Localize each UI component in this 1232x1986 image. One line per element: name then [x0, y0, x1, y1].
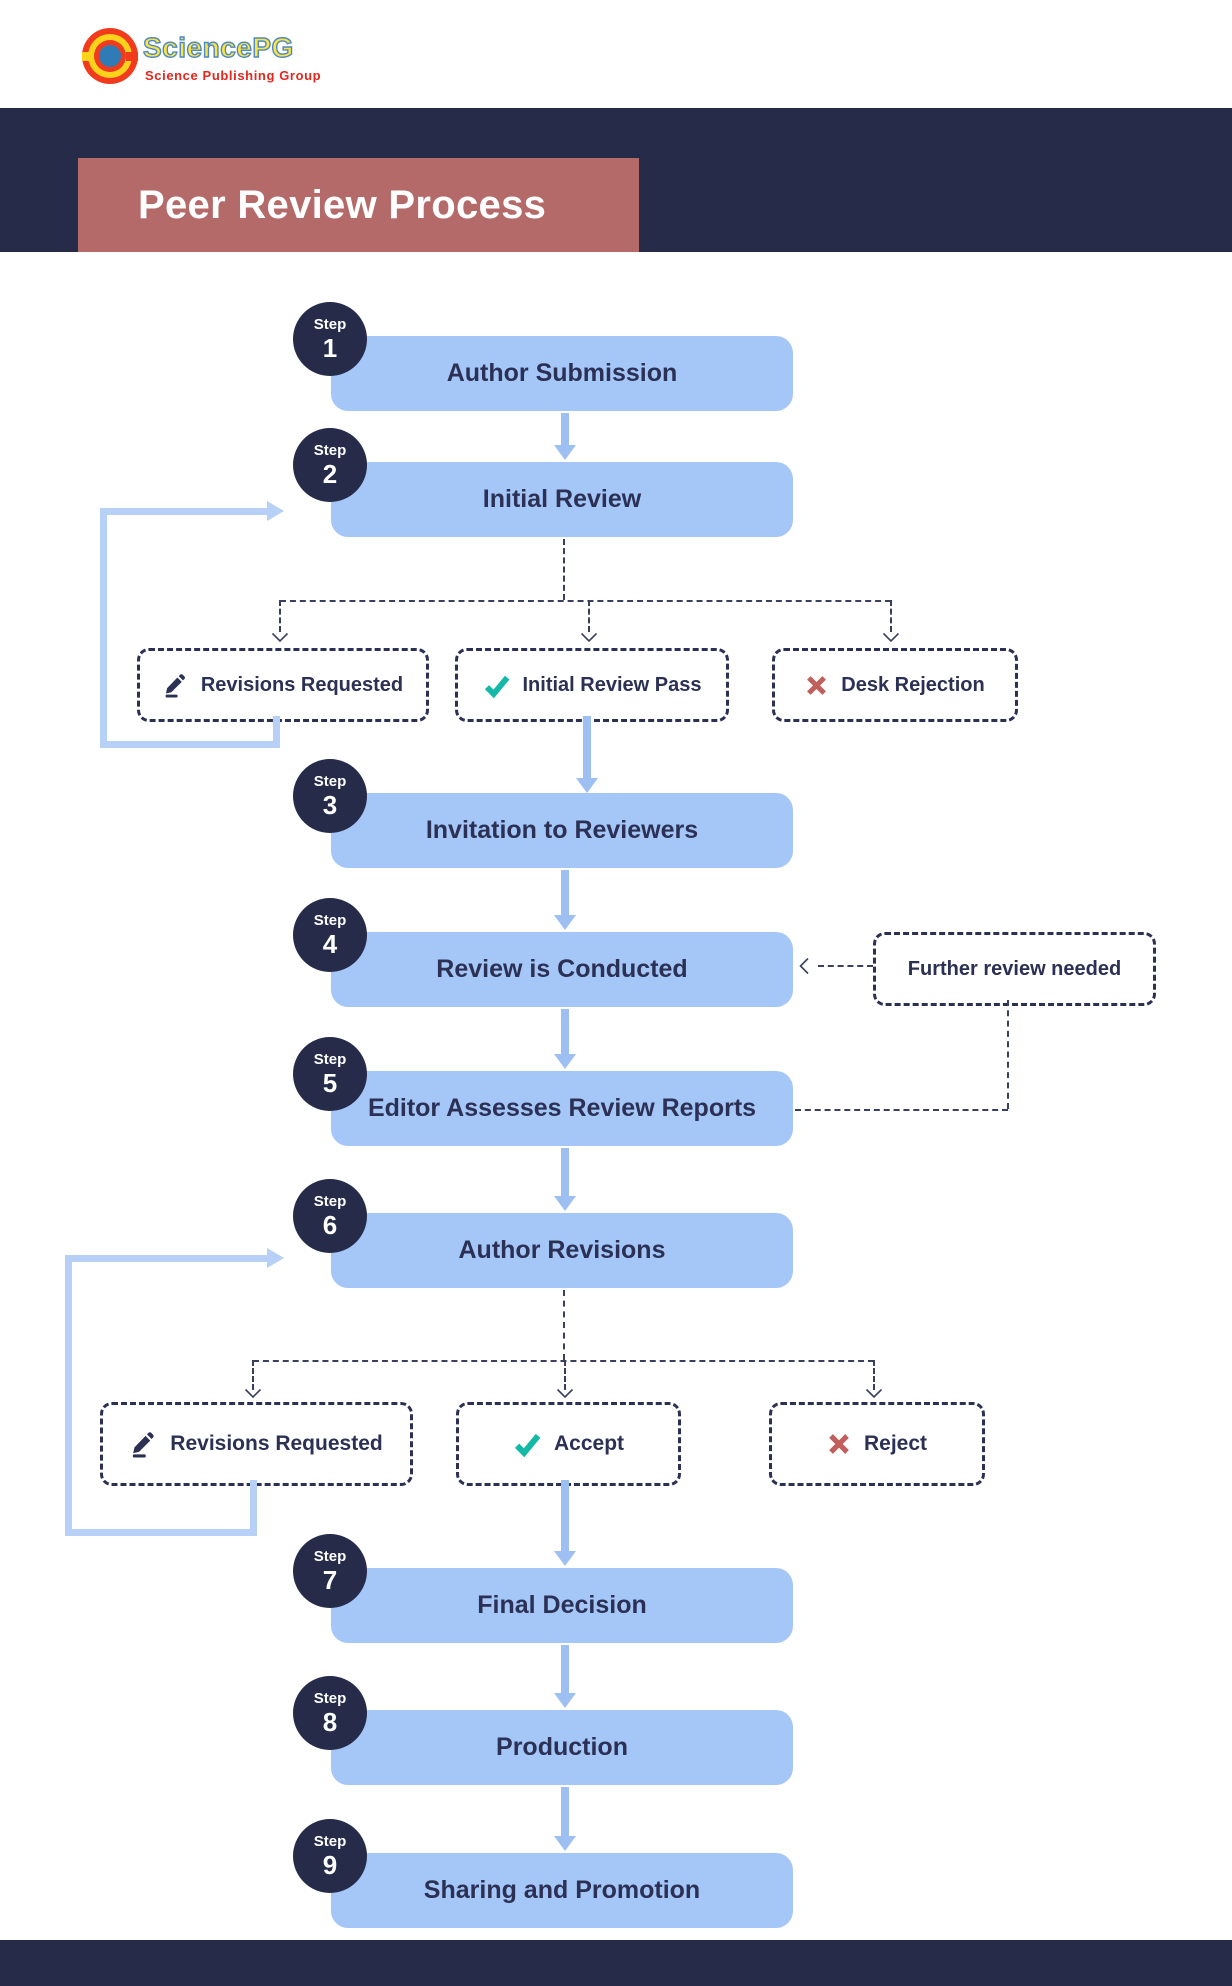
- step-label-8: Production: [496, 1733, 628, 1761]
- chevron-down-icon: [882, 632, 900, 643]
- flow-arrow-7-8: [561, 1645, 569, 1695]
- step-bar-4: Review is Conducted: [331, 932, 793, 1007]
- page-title: Peer Review Process: [138, 182, 547, 227]
- flow-arrow-3-4: [561, 870, 569, 917]
- feedback-loop-2: [250, 1480, 257, 1536]
- step-circle-2: Step 2: [293, 428, 367, 502]
- brand-tagline: Science Publishing Group: [145, 68, 322, 83]
- step-circle-1: Step 1: [293, 302, 367, 376]
- chevron-down-icon: [271, 632, 289, 643]
- branch2-stem: [563, 1290, 565, 1360]
- step-circle-6: Step 6: [293, 1179, 367, 1253]
- step-label-3: Invitation to Reviewers: [425, 816, 699, 844]
- step-circle-7: Step 7: [293, 1534, 367, 1608]
- outcome-revisions-requested-2: Revisions Requested: [100, 1402, 413, 1486]
- pencil-icon: [133, 1431, 154, 1457]
- step-circle-3: Step 3: [293, 759, 367, 833]
- step-bar-3: Invitation to Reviewers: [331, 793, 793, 868]
- step-label-5: Editor Assesses Review Reports: [367, 1094, 757, 1122]
- step-circle-4: Step 4: [293, 898, 367, 972]
- step-circle-8: Step 8: [293, 1676, 367, 1750]
- branch2-rail: [253, 1360, 874, 1362]
- check-icon: [484, 675, 509, 698]
- sciencepg-logo-icon: [82, 28, 138, 84]
- outcome-desk-rejection: Desk Rejection: [772, 648, 1018, 722]
- step-bar-8: Production: [331, 1710, 793, 1785]
- further-review-return: [795, 1109, 1008, 1111]
- step-circle-9: Step 9: [293, 1819, 367, 1893]
- step-label-9: Sharing and Promotion: [423, 1876, 701, 1904]
- cross-icon: [829, 1434, 849, 1454]
- step-label-4: Review is Conducted: [436, 955, 688, 983]
- chevron-left-icon: [799, 957, 809, 975]
- flow-arrow-5-6: [561, 1148, 569, 1198]
- feedback-loop-1: [273, 716, 280, 748]
- step-bar-1: Author Submission: [331, 336, 793, 411]
- chevron-down-icon: [580, 632, 598, 643]
- branch1-rail: [280, 600, 891, 602]
- flow-arrow-4-5: [561, 1009, 569, 1056]
- flow-arrow-pass-3: [583, 716, 591, 780]
- brand-name: SciencePG: [142, 31, 294, 63]
- step-label-7: Final Decision: [477, 1591, 647, 1619]
- chevron-down-icon: [556, 1388, 574, 1399]
- further-review-box: Further review needed: [873, 932, 1156, 1006]
- pencil-icon: [165, 673, 185, 697]
- step-label-1: Author Submission: [446, 359, 678, 387]
- branch1-stem: [563, 539, 565, 600]
- outcome-accept: Accept: [456, 1402, 681, 1486]
- step-bar-7: Final Decision: [331, 1568, 793, 1643]
- flow-arrow-accept-7: [561, 1480, 569, 1553]
- step-label-6: Author Revisions: [458, 1236, 666, 1264]
- outcome-initial-review-pass: Initial Review Pass: [455, 648, 729, 722]
- check-icon: [514, 1433, 541, 1458]
- step-circle-5: Step 5: [293, 1037, 367, 1111]
- outcome-reject: Reject: [769, 1402, 985, 1486]
- chevron-down-icon: [865, 1388, 883, 1399]
- outcome-revisions-requested-1: Revisions Requested: [137, 648, 429, 722]
- cross-icon: [807, 675, 827, 695]
- chevron-down-icon: [244, 1388, 262, 1399]
- flow-arrow-8-9: [561, 1787, 569, 1838]
- title-box: Peer Review Process: [78, 158, 639, 252]
- further-review-arrow: [818, 965, 873, 967]
- flow-arrow-1-2: [561, 413, 569, 447]
- step-bar-5: Editor Assesses Review Reports: [331, 1071, 793, 1146]
- footer-band: [0, 1940, 1232, 1986]
- step-bar-6: Author Revisions: [331, 1213, 793, 1288]
- step-bar-9: Sharing and Promotion: [331, 1853, 793, 1928]
- step-bar-2: Initial Review: [331, 462, 793, 537]
- step-label-2: Initial Review: [482, 485, 642, 513]
